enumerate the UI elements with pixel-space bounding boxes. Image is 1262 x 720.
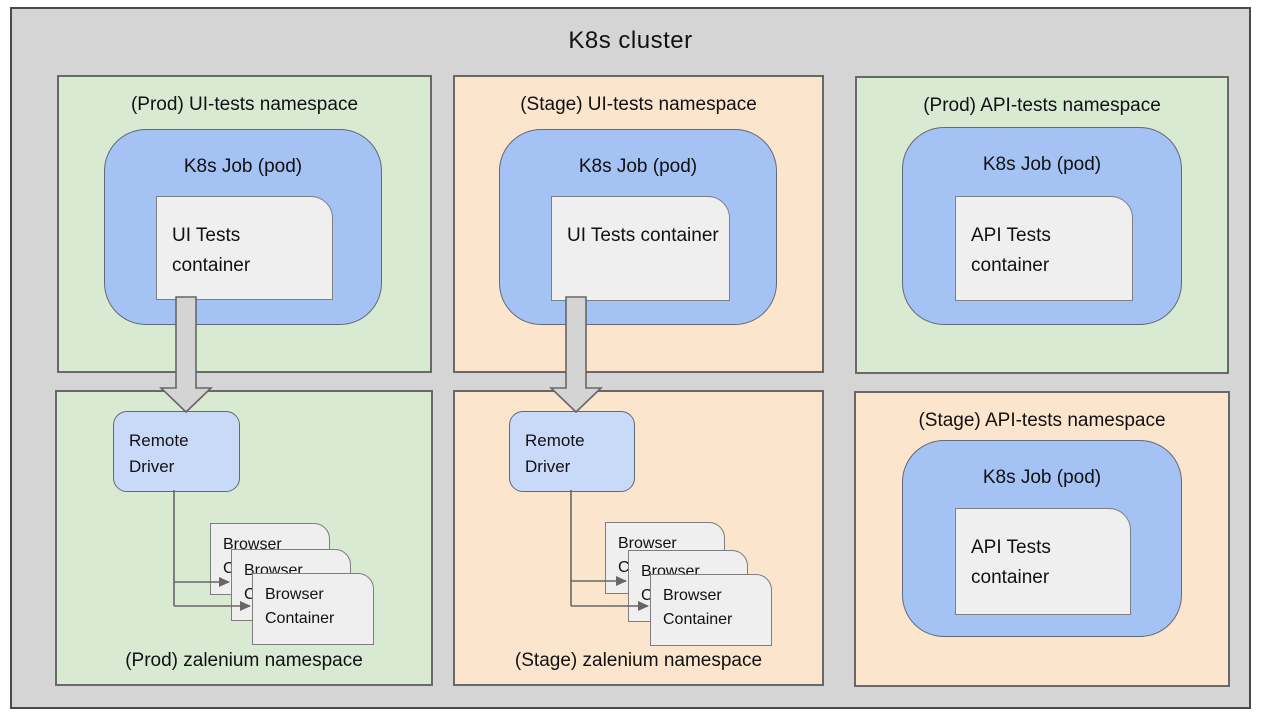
namespace-stage-api-tests: (Stage) API-tests namespace K8s Job (pod… [854,391,1230,687]
job-pod-label: K8s Job (pod) [578,156,698,177]
remote-driver-box: Remote Driver [113,411,240,492]
namespace-label: (Stage) UI-tests namespace [520,94,757,115]
namespace-label: (Stage) zalenium namespace [514,650,763,671]
ui-tests-container-box: UI Tests container [551,196,730,301]
job-pod-label: K8s Job (pod) [183,156,303,177]
namespace-label: (Prod) API-tests namespace [923,95,1161,116]
k8s-job-pod-box: K8s Job (pod) UI Tests container [104,129,382,325]
ui-tests-container-box: UI Tests container [156,196,333,300]
cluster-title: K8s cluster [568,27,693,54]
namespace-prod-zalenium: Remote Driver Browser Container Browser … [55,390,433,686]
namespace-stage-zalenium: Remote Driver Browser Container Browser … [453,390,824,686]
job-pod-label: K8s Job (pod) [982,467,1102,488]
browser-container-box: Browser Container [252,573,374,645]
k8s-job-pod-box: K8s Job (pod) UI Tests container [499,129,777,325]
k8s-job-pod-box: K8s Job (pod) API Tests container [902,127,1182,325]
api-tests-container-box: API Tests container [955,508,1131,615]
namespace-stage-ui-tests: (Stage) UI-tests namespace K8s Job (pod)… [453,75,824,373]
namespace-prod-api-tests: (Prod) API-tests namespace K8s Job (pod)… [855,76,1229,374]
browser-container-box: Browser Container [650,574,772,646]
namespace-label: (Prod) UI-tests namespace [130,94,359,115]
api-tests-container-box: API Tests container [955,196,1133,301]
namespace-prod-ui-tests: (Prod) UI-tests namespace K8s Job (pod) … [57,75,432,373]
k8s-job-pod-box: K8s Job (pod) API Tests container [902,440,1182,637]
job-pod-label: K8s Job (pod) [982,154,1102,175]
namespace-label: (Stage) API-tests namespace [918,410,1166,431]
namespace-label: (Prod) zalenium namespace [125,650,363,671]
remote-driver-box: Remote Driver [509,411,635,492]
